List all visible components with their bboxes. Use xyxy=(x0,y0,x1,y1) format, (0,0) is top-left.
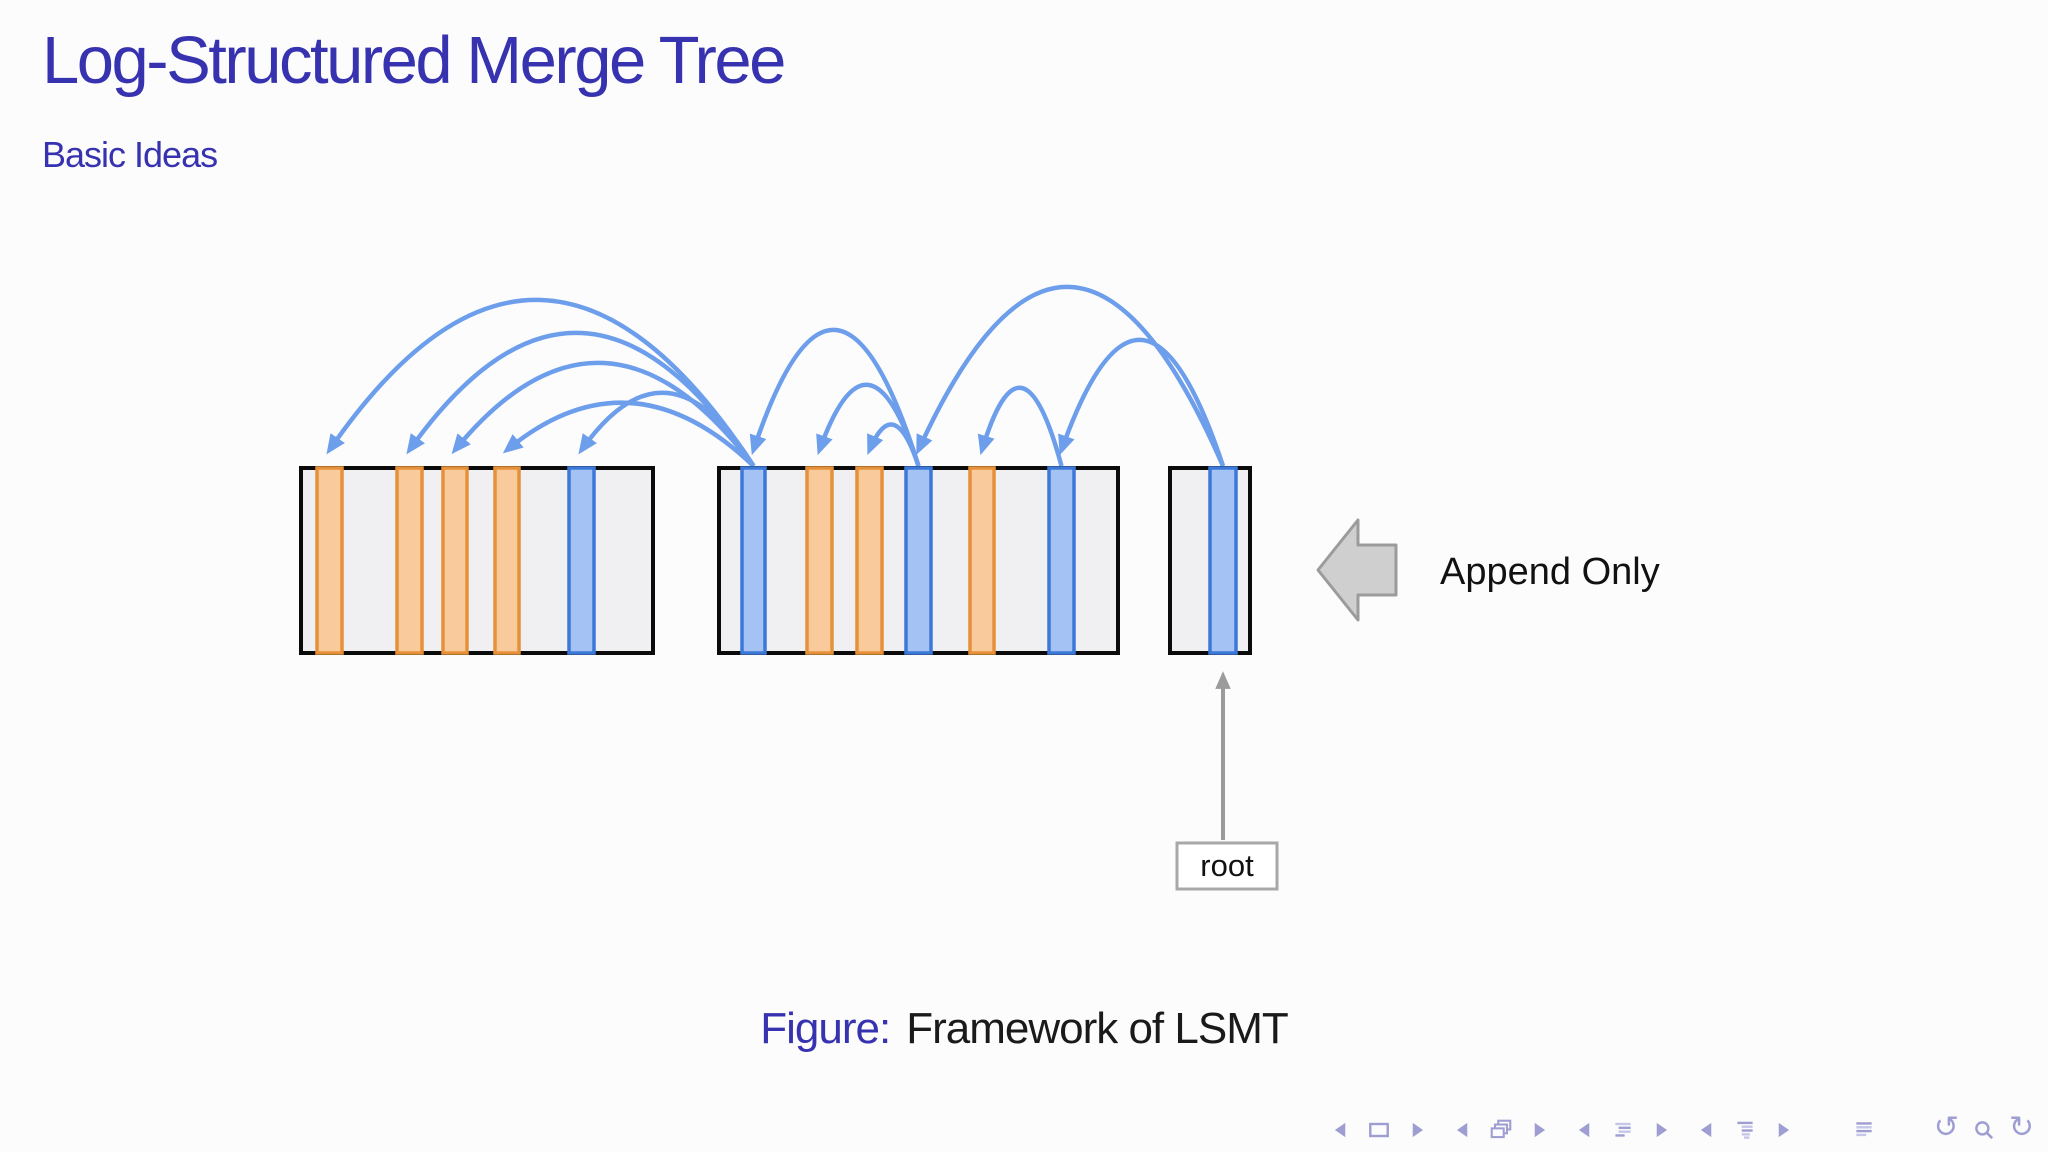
index-segment-bar xyxy=(904,466,933,655)
component-outline xyxy=(299,466,655,655)
data-segment-bar xyxy=(315,466,344,655)
component-box-2 xyxy=(717,466,1120,655)
tri-right-icon[interactable] xyxy=(1404,1118,1428,1142)
nav-group-4 xyxy=(1696,1118,1794,1142)
pointer-arc xyxy=(326,297,756,468)
slide-title: Log-Structured Merge Tree xyxy=(42,23,786,98)
data-segment-bar xyxy=(395,466,424,655)
index-segment-bar xyxy=(1208,466,1238,655)
tri-right-icon[interactable] xyxy=(1648,1118,1672,1142)
data-segment-bar xyxy=(855,466,884,655)
nav-group-2 xyxy=(1452,1118,1550,1142)
component-box-3 xyxy=(1168,466,1252,655)
data-segment-bar xyxy=(441,466,469,655)
pointer-arc xyxy=(816,382,921,467)
index-segment-bar xyxy=(567,466,596,655)
index-segment-bar xyxy=(1047,466,1076,655)
figure-caption-text: Framework of LSMT xyxy=(906,1004,1289,1053)
tri-right-icon[interactable] xyxy=(1526,1118,1550,1142)
index-segment-bar xyxy=(740,466,767,655)
appendix-list-icon[interactable] xyxy=(1852,1118,1876,1142)
append-only-label: Append Only xyxy=(1440,551,1660,593)
data-segment-bar xyxy=(968,466,996,655)
tri-left-icon[interactable] xyxy=(1696,1118,1720,1142)
pointer-arc xyxy=(977,385,1064,467)
pointer-arc xyxy=(406,330,756,468)
pointer-arc xyxy=(1058,337,1226,467)
slide-subtitle: Basic Ideas xyxy=(42,134,218,175)
search-icon[interactable] xyxy=(1972,1118,1996,1142)
pointer-arcs xyxy=(326,284,1226,468)
nav-group-5 xyxy=(1852,1118,1876,1142)
frame-icon[interactable] xyxy=(1367,1118,1391,1142)
pointer-arc xyxy=(749,327,921,467)
component-box-1 xyxy=(299,466,655,655)
tri-left-icon[interactable] xyxy=(1452,1118,1476,1142)
root-label-box xyxy=(1175,841,1279,891)
data-segment-bar xyxy=(493,466,521,655)
tri-left-icon[interactable] xyxy=(1574,1118,1598,1142)
root-label: root xyxy=(1200,848,1254,883)
nav-group-6: ↺↻ xyxy=(1933,1110,2034,1145)
figure-caption-prefix: Figure: xyxy=(760,1004,891,1053)
pointer-arc xyxy=(867,422,921,467)
redo-icon[interactable]: ↻ xyxy=(2008,1110,2034,1145)
beamer-navigation-bar: ↺↻ xyxy=(1306,1110,2034,1145)
data-segment-bar xyxy=(805,466,834,655)
nav-group-1 xyxy=(1330,1118,1428,1142)
nav-group-3 xyxy=(1574,1118,1672,1142)
frames-stack-icon[interactable] xyxy=(1489,1118,1513,1142)
pointer-arc xyxy=(451,360,756,468)
figure-caption: Figure: Framework of LSMT xyxy=(0,1004,2048,1054)
pointer-arc xyxy=(578,390,756,468)
pointer-arc xyxy=(916,284,1226,467)
subsection-list-icon[interactable] xyxy=(1733,1118,1757,1142)
tri-right-icon[interactable] xyxy=(1770,1118,1794,1142)
append-direction-arrow-icon xyxy=(1316,518,1398,622)
section-list-icon[interactable] xyxy=(1611,1118,1635,1142)
undo-icon[interactable]: ↺ xyxy=(1933,1110,1959,1145)
tri-left-icon[interactable] xyxy=(1330,1118,1354,1142)
